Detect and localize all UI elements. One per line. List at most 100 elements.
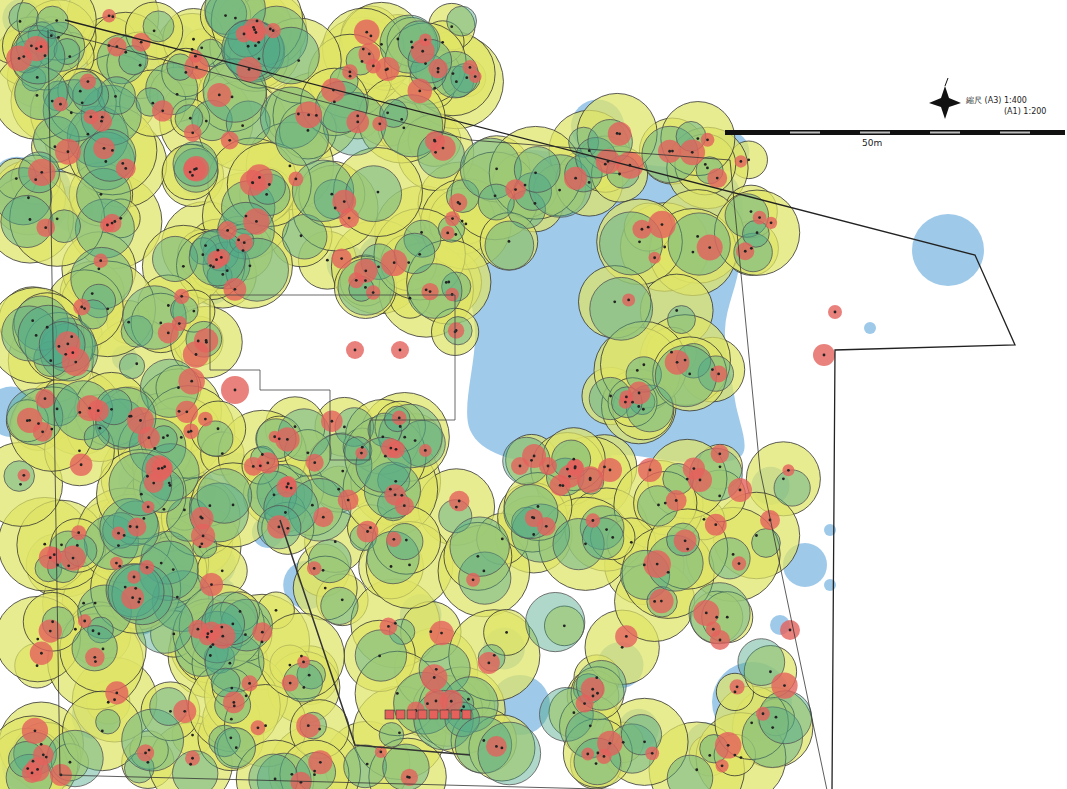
trunk-dot [187,431,190,434]
trunk-dot [18,57,21,60]
scale-bar [725,130,1065,135]
trunk-dot [233,288,236,291]
trunk-dot [380,43,383,46]
trunk-dot [46,326,49,329]
trunk-dot [474,75,477,78]
trunk-dot [311,504,314,507]
understory-crown [445,288,459,302]
trunk-dot [692,251,695,254]
trunk-dot [50,34,53,37]
trunk-dot [313,567,316,570]
understory-crown [419,444,432,457]
trunk-dot [285,486,288,489]
subcanopy-crown [109,453,172,516]
trunk-dot [204,418,207,421]
trunk-dot [138,597,141,600]
understory-crown [275,427,300,452]
trunk-dot [609,469,612,472]
pond-area [460,150,745,463]
understory-crown [448,322,464,338]
trunk-dot [229,736,232,739]
trunk-dot [111,15,114,18]
trunk-dot [660,600,663,603]
trunk-dot [378,655,381,658]
understory-crown [198,412,213,427]
subcanopy-crown [590,277,653,340]
understory-crown [697,235,723,261]
trunk-dot [35,47,38,50]
understory-crown [191,507,214,530]
trunk-dot [717,373,720,376]
trunk-dot [139,64,142,67]
understory-crown [665,350,690,375]
trunk-dot [232,504,235,507]
trunk-dot [302,686,305,689]
trunk-dot [34,178,37,181]
trunk-dot [333,101,336,104]
trunk-dot [206,636,209,639]
trunk-dot [98,632,101,635]
trunk-dot [414,439,417,442]
understory-crown [753,211,767,225]
trunk-dot [110,408,113,411]
trunk-dot [657,504,660,507]
trunk-dot [147,506,150,509]
trunk-dot [115,691,118,694]
trunk-dot [247,45,250,48]
trunk-dot [67,564,70,567]
trunk-dot [193,168,196,171]
understory-crown [110,557,123,570]
understory-crown [771,672,797,698]
subcanopy-crown [450,517,509,576]
trunk-dot [400,494,403,497]
trunk-dot [178,322,181,325]
trunk-dot [234,17,237,20]
understory-crown [267,515,290,538]
trunk-dot [19,20,22,23]
trunk-dot [684,359,687,362]
trunk-dot [340,257,343,260]
trunk-dot [354,349,357,352]
understory-crown [18,469,31,482]
trunk-dot [231,96,234,99]
trunk-dot [130,415,133,418]
trunk-dot [642,363,645,366]
trunk-dot [705,612,708,615]
subcanopy-crown [478,722,541,785]
trunk-dot [121,162,124,165]
trunk-dot [441,41,444,44]
trunk-dot [782,477,785,480]
trunk-dot [180,295,183,298]
trunk-dot [384,455,387,458]
subcanopy-crown [84,424,109,449]
trunk-dot [369,526,372,529]
understory-crown [346,111,369,134]
trunk-dot [91,292,94,295]
trunk-dot [245,215,248,218]
trunk-dot [228,662,231,665]
trunk-dot [177,386,180,389]
trunk-dot [534,171,537,174]
trunk-dot [221,635,224,638]
understory-crown [55,139,81,165]
trunk-dot [49,556,52,559]
trunk-dot [101,730,104,733]
trunk-dot [152,482,155,485]
trunk-dot [341,598,344,601]
trunk-dot [424,38,427,41]
understory-crown [622,293,635,306]
trunk-dot [396,692,399,695]
understory-crown [36,218,55,237]
scale-length: 50m [862,139,882,149]
trunk-dot [153,447,156,450]
subcanopy-crown [384,406,410,432]
trunk-dot [29,218,32,221]
trunk-dot [396,38,399,41]
trunk-dot [255,220,258,223]
trunk-dot [592,695,595,698]
trunk-dot [783,684,786,687]
trunk-dot [482,569,485,572]
trunk-dot [467,698,470,701]
trunk-dot [455,80,458,83]
trunk-dot [395,448,398,451]
